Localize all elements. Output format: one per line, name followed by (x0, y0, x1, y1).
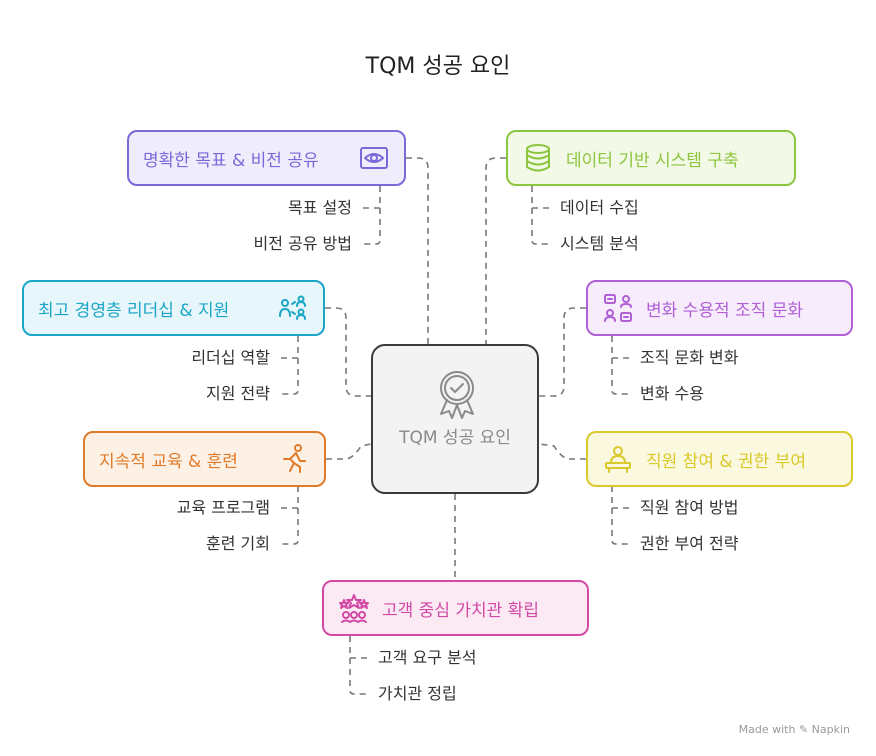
node-label: 직원 참여 & 권한 부여 (646, 451, 806, 472)
list-item: 지원 전략 (206, 384, 270, 403)
napkin-watermark: Made with ✎ Napkin (738, 723, 850, 736)
center-label: TQM 성공 요인 (399, 428, 511, 448)
list-item: 직원 참여 방법 (640, 498, 739, 517)
list-item: 비전 공유 방법 (253, 234, 353, 253)
runner-icon (283, 444, 306, 473)
list-item: 권한 부여 전략 (640, 534, 739, 553)
stars-icon (339, 594, 369, 623)
node-employee-empowerment: 직원 참여 & 권한 부여 (586, 431, 853, 487)
node-clear-goals-vision: 명확한 목표 & 비전 공유 (127, 130, 406, 186)
award-icon (440, 371, 474, 419)
worker-icon (605, 446, 631, 473)
list-item: 가치관 정립 (378, 684, 457, 703)
node-customer-values: 고객 중심 가치관 확립 (322, 580, 589, 636)
team-icon (279, 295, 306, 320)
list-item: 변화 수용 (640, 384, 704, 403)
list-item: 조직 문화 변화 (640, 348, 739, 367)
node-label: 고객 중심 가치관 확립 (382, 600, 539, 621)
list-item: 시스템 분석 (560, 234, 639, 253)
list-item: 고객 요구 분석 (378, 648, 477, 667)
page-title: TQM 성공 요인 (365, 54, 511, 79)
exchange-icon (604, 294, 632, 322)
list-item: 목표 설정 (288, 198, 352, 217)
node-label: 변화 수용적 조직 문화 (646, 300, 803, 321)
node-change-culture: 변화 수용적 조직 문화 (586, 280, 853, 336)
node-label: 지속적 교육 & 훈련 (99, 451, 238, 472)
database-icon (526, 144, 550, 172)
node-training: 지속적 교육 & 훈련 (83, 431, 326, 487)
node-leadership-support: 최고 경영층 리더십 & 지원 (22, 280, 325, 336)
eye-icon (360, 147, 388, 169)
node-label: 최고 경영층 리더십 & 지원 (38, 300, 230, 321)
center-node: TQM 성공 요인 (371, 344, 539, 494)
node-label: 명확한 목표 & 비전 공유 (143, 150, 319, 171)
node-data-system: 데이터 기반 시스템 구축 (506, 130, 796, 186)
list-item: 데이터 수집 (560, 198, 639, 217)
list-item: 리더십 역할 (191, 348, 270, 367)
list-item: 훈련 기회 (206, 534, 270, 553)
list-item: 교육 프로그램 (176, 498, 270, 517)
node-label: 데이터 기반 시스템 구축 (566, 150, 739, 171)
